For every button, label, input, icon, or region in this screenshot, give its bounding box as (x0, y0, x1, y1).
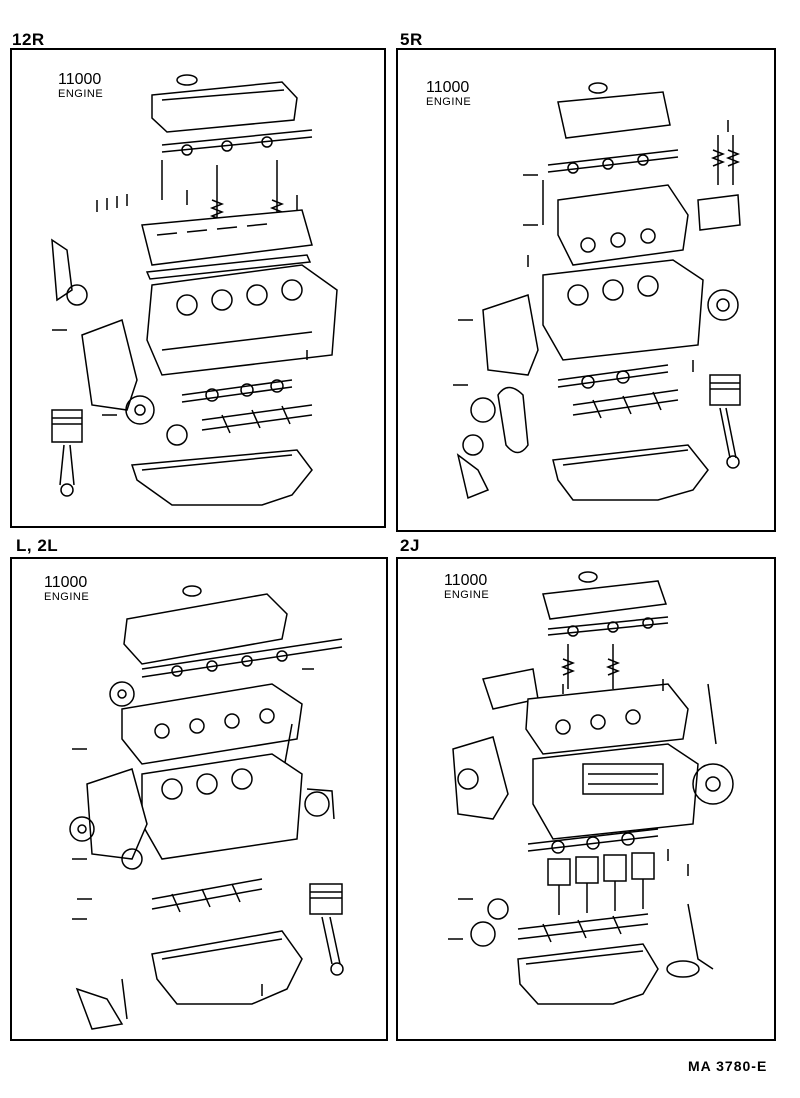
exploded-engine-drawing-5r (453, 82, 741, 501)
panel-title-12r: 11000 ENGINE (58, 71, 104, 100)
exploded-engine-drawing-l-2l (69, 585, 344, 1030)
engine-diagram-panel-2j: 11000 ENGINE (396, 557, 776, 1041)
section-label-l-2l: L, 2L (16, 536, 59, 555)
panel-title-5r: 11000 ENGINE (426, 79, 472, 108)
section-label-5r: 5R (400, 30, 423, 49)
exploded-engine-drawing-2j (448, 571, 734, 1005)
section-label-2j: 2J (400, 536, 420, 555)
figure-reference-code: MA 3780-E (688, 1058, 768, 1074)
exploded-engine-drawing-12r (51, 74, 338, 506)
section-label-12r: 12R (12, 30, 45, 49)
panel-title-l-2l: 11000 ENGINE (44, 574, 90, 603)
engine-diagram-panel-5r: 11000 ENGINE (396, 48, 776, 532)
panel-title-2j: 11000 ENGINE (444, 572, 490, 601)
engine-diagram-panel-12r: 11000 ENGINE (10, 48, 386, 528)
engine-diagram-panel-l-2l: 11000 ENGINE (10, 557, 388, 1041)
